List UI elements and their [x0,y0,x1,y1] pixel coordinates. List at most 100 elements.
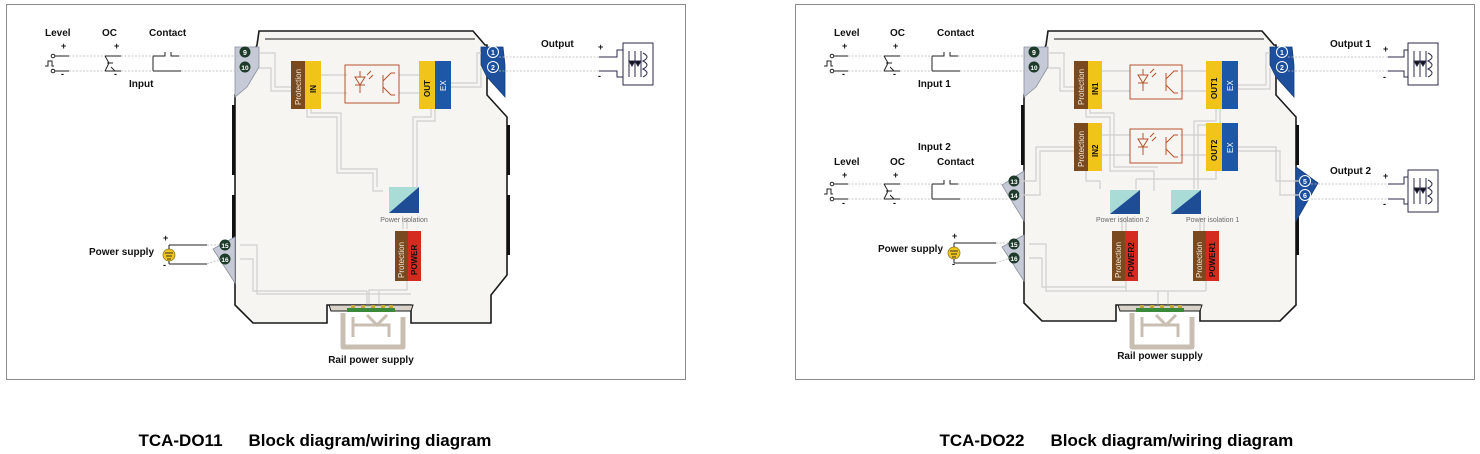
terminal-5[interactable]: 5 [1299,175,1311,187]
minus-sign: - [842,198,845,208]
minus-sign: - [598,71,601,81]
terminal-9[interactable]: 9 [239,46,251,58]
input-type-level: Level [834,157,860,168]
housing-grip [232,195,235,255]
input-1-wiring: Level OC Contact + - + - Input 1 [824,28,1028,90]
power-label: POWER [410,245,419,275]
terminal-9[interactable]: 9 [1028,46,1040,58]
housing-grip [507,125,510,175]
din-rail-icon [1117,304,1203,350]
plus-sign: + [163,233,168,243]
terminal-13[interactable]: 13 [1008,175,1020,187]
open-collector-icon [883,55,900,72]
optocoupler-1-icon [1129,64,1183,100]
terminal-6[interactable]: 6 [1299,189,1311,201]
level-signal-icon [824,53,848,74]
terminal-number: 16 [1010,256,1018,263]
plus-sign: + [842,170,847,180]
power-label: POWER1 [1208,242,1217,277]
terminal-1[interactable]: 1 [487,46,499,58]
input-channel-block: Protection IN [291,61,321,109]
dc-source-icon [947,246,961,260]
block-diagram-tca-do11: 9 10 1 2 15 16 Protection IN [45,28,654,366]
terminal-number: 2 [491,65,495,72]
power-block: Protection POWER [395,231,421,281]
optocoupler-icon [344,64,400,104]
terminal-number: 9 [1032,50,1036,57]
output-channel-block: OUT EX [419,61,451,109]
minus-sign: - [1383,199,1386,209]
ex-label: EX [1226,142,1235,153]
input-channel-2-block: Protection IN2 [1074,123,1102,171]
terminal-number: 14 [1010,193,1018,200]
terminal-15[interactable]: 15 [219,239,231,251]
model-name: TCA-DO22 [939,431,1025,450]
module-housing [1023,30,1297,322]
rail-power-supply-label: Rail power supply [1117,351,1203,362]
terminal-2[interactable]: 2 [1276,61,1288,73]
terminal-10[interactable]: 10 [239,61,251,73]
internal-wiring [1019,52,1300,305]
din-rail-icon [328,304,414,350]
module-housing [234,30,508,324]
terminal-10[interactable]: 10 [1028,61,1040,73]
minus-sign: - [842,69,845,79]
block-diagram-tca-do22: 9 10 13 14 1 2 5 6 15 16 Protection IN1 [824,28,1439,362]
housing-grip [1021,105,1024,165]
terminal-number: 5 [1303,179,1307,186]
input-label: Input 2 [918,142,951,153]
model-name: TCA-DO11 [138,431,223,450]
housing-grip [232,105,235,175]
terminal-16[interactable]: 16 [1008,252,1020,264]
protection-label: Protection [1114,242,1123,278]
output-channel-1-block: OUT1 EX [1206,61,1238,109]
power-supply-label: Power supply [89,247,154,258]
plus-sign: + [893,170,898,180]
input-label: Input 1 [918,79,951,90]
terminal-2[interactable]: 2 [487,61,499,73]
power-supply-label: Power supply [878,244,943,255]
power-supply-wiring: Power supply + - [878,231,1011,269]
input-type-level: Level [834,28,860,39]
optocoupler-2-icon [1129,128,1183,164]
terminal-1[interactable]: 1 [1276,46,1288,58]
input-channel-1-block: Protection IN1 [1074,61,1102,109]
open-collector-icon [883,183,900,200]
power-isolation-icon [389,187,419,213]
plus-sign: + [114,41,119,51]
terminal-number: 13 [1010,179,1018,186]
power-isolation-label: Power isolation [380,217,428,224]
power-supply-wiring: Power supply + - [89,233,222,270]
ex-label: EX [1226,80,1235,91]
minus-sign: - [163,260,166,270]
power-wires [169,244,207,265]
diagram-panel-tca-do11: 9 10 1 2 15 16 Protection IN [6,4,686,380]
terminal-number: 10 [241,65,249,72]
power-isolation-2-icon [1110,190,1140,214]
terminal-number: 9 [243,50,247,57]
minus-sign: - [114,69,117,79]
plus-sign: + [893,41,898,51]
contact-switch-icon [931,180,960,200]
input-type-contact: Contact [937,157,975,168]
terminal-16[interactable]: 16 [219,253,231,265]
input-type-oc: OC [890,157,905,168]
power-block-1: Protection POWER1 [1193,231,1219,281]
terminal-number: 2 [1280,65,1284,72]
terminal-number: 15 [1010,242,1018,249]
housing-grip [1296,125,1299,165]
plus-sign: + [842,41,847,51]
terminal-number: 6 [1303,193,1307,200]
input-type-contact: Contact [937,28,975,39]
input-2-wiring: Input 2 Level OC Contact + - + - [824,142,1009,208]
input-wiring: Level OC Contact + - + - Input [45,28,239,90]
output-channel-2-block: OUT2 EX [1206,123,1238,171]
dc-source-icon [162,248,176,262]
plus-sign: + [1383,171,1388,181]
terminal-14[interactable]: 14 [1008,189,1020,201]
power-isolation-1-icon [1171,190,1201,214]
terminal-15[interactable]: 15 [1008,238,1020,250]
input-type-oc: OC [890,28,905,39]
